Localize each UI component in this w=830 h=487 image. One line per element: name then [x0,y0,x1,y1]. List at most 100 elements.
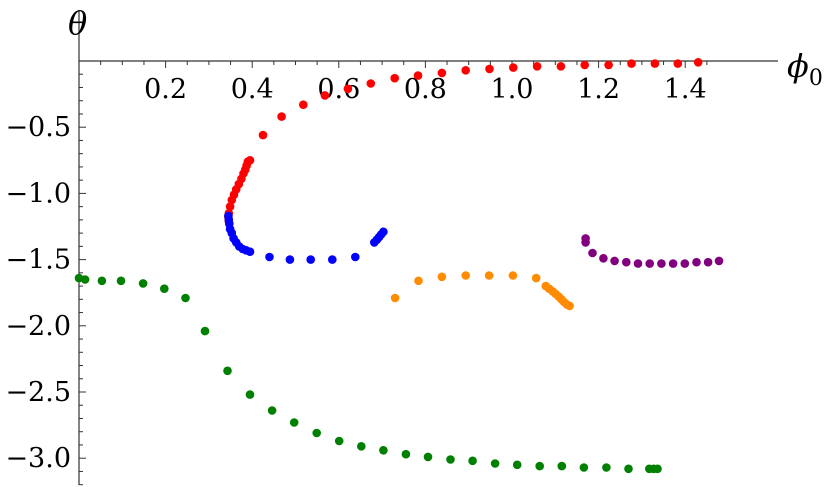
x-ticks: 0.2 0.4 0.6 0.8 1.0 1.2 1.4 [100,61,708,105]
data-point [627,59,636,68]
data-point [532,62,542,71]
data-point [633,259,643,268]
x-tick-label: 0.6 [317,74,360,105]
y-tick-label: −0.5 [5,112,71,143]
data-point [693,58,703,67]
data-point [401,449,411,459]
data-point [437,272,447,282]
y-tick-label: −2.0 [5,311,71,342]
data-point [580,60,589,70]
y-tick-label: −1.0 [5,178,71,209]
y-axis-title: θ [68,4,87,42]
y-tick-label: −2.5 [5,377,71,408]
data-point [437,68,447,78]
data-point [579,463,589,472]
data-point [714,256,724,266]
data-point [423,452,433,462]
data-point [97,276,107,286]
series-2 [390,271,574,311]
data-point [227,195,237,205]
data-point [657,259,666,268]
x-tick-label: 0.8 [404,74,447,105]
data-point [461,66,471,75]
data-point [604,60,613,70]
data-points [74,58,724,474]
data-point [610,256,619,266]
data-point [673,59,683,68]
data-point [366,79,376,88]
data-point [267,406,277,415]
series-4 [74,273,662,474]
x-tick-label: 1.2 [577,74,620,105]
data-point [357,442,366,451]
axes [78,10,778,485]
data-point [565,301,574,311]
data-point [490,459,500,468]
data-point [80,275,90,284]
data-point [414,276,423,286]
y-tick-label: −1.5 [5,245,71,276]
data-point [351,252,360,262]
data-point [556,62,566,71]
data-point [624,464,633,474]
x-tick-label: 0.4 [231,74,274,105]
x-axis-title: ϕ0 [787,47,823,91]
data-point [116,276,126,286]
x-tick-label: 1.0 [491,74,534,105]
data-point [245,247,255,256]
data-point [535,461,544,471]
data-point [692,257,701,267]
data-point [581,238,590,247]
data-point [468,456,477,466]
data-point [160,284,169,294]
data-point [223,366,232,376]
data-point [312,428,322,438]
data-point [258,130,268,140]
series-3 [581,234,724,268]
x-axis-title-subscript: 0 [809,66,823,91]
data-point [653,464,662,474]
data-point [225,202,235,211]
data-point [588,248,597,258]
data-point [599,253,608,263]
data-point [512,460,522,470]
data-point [265,252,274,262]
data-point [379,227,388,237]
data-point [285,255,295,264]
data-point [668,259,678,268]
data-point [650,59,660,68]
data-point [446,455,455,464]
data-point [334,436,344,446]
data-point [277,112,286,121]
y-tick-label: −3.0 [5,443,71,474]
data-point [484,271,494,280]
x-tick-label: 0.2 [144,74,187,105]
data-point [413,71,423,80]
data-point [390,293,400,303]
data-point [320,91,330,100]
data-point [703,257,713,267]
data-point [245,390,255,399]
series-0 [224,58,703,226]
data-point [379,446,388,455]
data-point [461,271,471,280]
data-point [645,259,654,268]
data-point [328,255,337,264]
data-point [680,259,690,268]
series-1 [224,211,388,264]
data-point [531,273,541,283]
data-point [602,463,611,472]
data-point [508,271,518,280]
data-point [557,461,567,471]
data-point [622,257,631,267]
data-point [299,100,308,109]
data-point [306,255,316,264]
data-point [485,64,494,74]
data-point [390,73,400,83]
data-point [343,84,353,94]
y-ticks: −0.5 −1.0 −1.5 −2.0 −2.5 −3.0 [5,73,86,486]
data-point [200,326,210,336]
x-tick-label: 1.4 [664,74,707,105]
data-point [509,63,518,72]
